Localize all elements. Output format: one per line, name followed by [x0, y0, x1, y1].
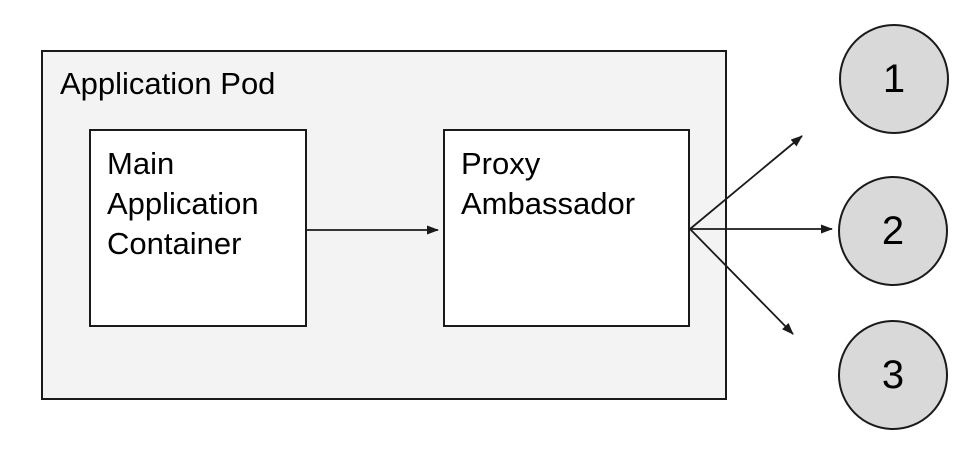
endpoint-circle-2: 2 [838, 176, 948, 286]
node-proxy-ambassador: Proxy Ambassador [443, 129, 690, 327]
endpoint-circle-3: 3 [838, 320, 948, 430]
endpoint-1-label: 1 [882, 56, 906, 101]
endpoint-2-label: 2 [881, 208, 905, 253]
application-pod-label: Application Pod [60, 66, 276, 101]
proxy-ambassador-label: Proxy Ambassador [461, 146, 636, 221]
endpoint-circle-1: 1 [839, 24, 949, 134]
endpoint-3-label: 3 [881, 352, 905, 397]
main-application-container-label: Main Application Container [107, 146, 259, 261]
node-main-application-container: Main Application Container [89, 129, 307, 327]
